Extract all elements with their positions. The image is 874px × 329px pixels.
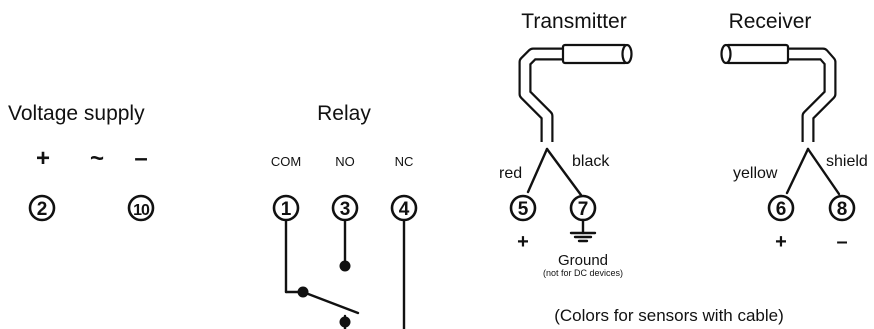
nc-contact-dot (339, 316, 351, 328)
ground-icon (569, 218, 597, 243)
transmitter-red-label: red (499, 165, 522, 182)
receiver-shield-wire (806, 147, 841, 196)
transmitter-cable-fill (520, 49, 565, 142)
transmitter-title: Transmitter (521, 10, 626, 33)
transmitter-black-label: black (572, 153, 610, 170)
transmitter-plus-symbol: + (517, 231, 529, 253)
transmitter-sensor-end (621, 43, 633, 65)
receiver-shield-label: shield (826, 153, 868, 170)
terminal-4-label: 4 (399, 199, 410, 220)
relay-title: Relay (317, 102, 371, 125)
voltage-supply-group: Voltage supply + ~ – 2 10 (8, 102, 155, 222)
no-contact-dot (339, 260, 351, 272)
transmitter-black-wire (545, 147, 583, 197)
terminal-6-ring (767, 194, 795, 222)
receiver-minus-symbol: – (836, 231, 847, 253)
ground-note: (not for DC devices) (543, 268, 623, 278)
terminal-8-label: 8 (837, 199, 848, 220)
terminal-3-label: 3 (340, 199, 351, 220)
receiver-sensor-body (724, 43, 790, 65)
relay-nc-label: NC (395, 154, 414, 169)
terminal-10-label: 10 (133, 202, 150, 219)
relay-com-label: COM (271, 154, 301, 169)
terminal-3-ring (331, 194, 359, 222)
relay-no-label: NO (335, 154, 355, 169)
supply-minus-symbol: – (134, 145, 147, 172)
voltage-supply-title: Voltage supply (8, 102, 145, 125)
transmitter-group: Transmitter red black 5 7 + Ground (not … (499, 10, 633, 278)
ground-label: Ground (558, 252, 608, 269)
terminal-6-label: 6 (776, 199, 787, 220)
relay-group: Relay COM NO NC 1 3 4 (271, 102, 418, 329)
relay-switch-arm (301, 290, 360, 315)
receiver-cable-fill (786, 49, 835, 142)
terminal-5-label: 5 (518, 199, 529, 220)
receiver-plus-symbol: + (775, 231, 787, 253)
terminal-2-label: 2 (37, 199, 48, 220)
terminal-7-label: 7 (578, 199, 589, 220)
transmitter-sensor-body (561, 43, 629, 65)
terminal-8-ring (828, 194, 856, 222)
receiver-sensor-end (720, 43, 732, 65)
transmitter-red-wire (526, 147, 549, 194)
receiver-yellow-label: yellow (733, 165, 778, 182)
terminal-1-label: 1 (281, 199, 292, 220)
terminal-4-ring (390, 194, 418, 222)
receiver-yellow-wire (785, 147, 810, 195)
terminal-10-ring (127, 194, 155, 222)
receiver-title: Receiver (729, 10, 812, 33)
supply-plus-symbol: + (36, 145, 50, 172)
supply-ac-symbol: ~ (90, 145, 104, 172)
terminal-2-ring (28, 194, 56, 222)
receiver-group: Receiver yellow shield 6 8 + – (720, 10, 868, 253)
cable-colors-note: (Colors for sensors with cable) (554, 306, 784, 325)
terminal-1-ring (272, 194, 300, 222)
terminal-5-ring (509, 194, 537, 222)
com-contact-dot (297, 286, 309, 298)
